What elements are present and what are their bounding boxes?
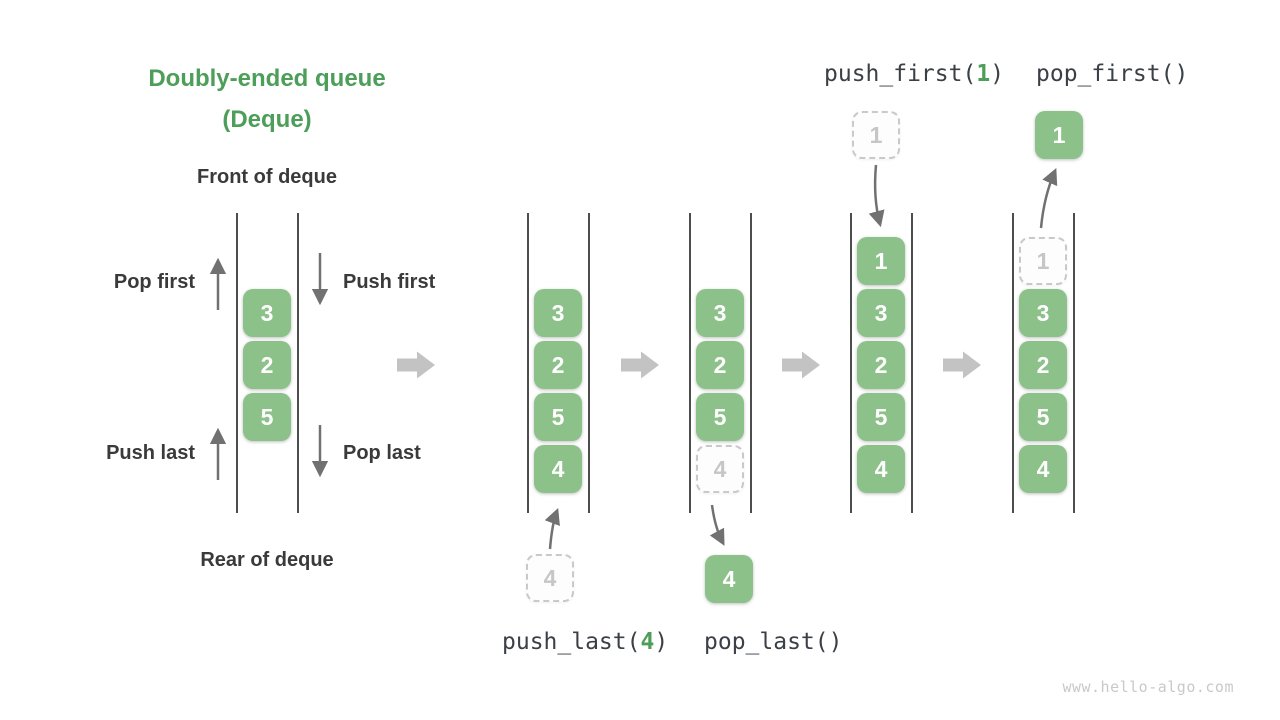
rear-of-deque-label: Rear of deque <box>200 549 334 571</box>
queue-cell: 5 <box>696 393 744 441</box>
front-of-deque-label: Front of deque <box>197 166 337 188</box>
code-pre: pop_first() <box>1036 61 1189 87</box>
queue-wall-right-3 <box>750 213 752 513</box>
push-last-label: Push last <box>106 442 195 464</box>
title-line-2: (Deque) <box>222 106 312 133</box>
code-pre: pop_last() <box>704 629 843 655</box>
queue-cell: 2 <box>857 341 905 389</box>
stage-transition-arrow-4 <box>943 351 981 379</box>
code-arg: 4 <box>640 629 655 655</box>
queue-cell: 2 <box>696 341 744 389</box>
page-title: Doubly-ended queue (Deque) <box>107 58 427 140</box>
pop-last-popped-cell: 4 <box>705 555 753 603</box>
queue-wall-right-1 <box>297 213 299 513</box>
queue-wall-right-4 <box>911 213 913 513</box>
code-arg: 1 <box>976 61 991 87</box>
push-first-incoming-cell: 1 <box>852 111 900 159</box>
queue-wall-left-1 <box>236 213 238 513</box>
queue-wall-left-5 <box>1012 213 1014 513</box>
queue-cell: 5 <box>857 393 905 441</box>
queue-cell: 3 <box>696 289 744 337</box>
pop-first-code-label: pop_first() <box>1036 60 1188 88</box>
push-first-in-arrow <box>868 164 885 228</box>
queue-cell: 4 <box>857 445 905 493</box>
stage-transition-arrow-1 <box>397 351 435 379</box>
queue-cell: 5 <box>243 393 291 441</box>
watermark: www.hello-algo.com <box>1062 678 1234 696</box>
code-post: ) <box>654 629 669 655</box>
title-line-1: Doubly-ended queue <box>148 65 386 92</box>
push-last-code-label: push_last(4) <box>502 628 668 656</box>
pop-last-out-arrow <box>709 504 725 546</box>
stage-transition-arrow-2 <box>621 351 659 379</box>
queue-wall-right-5 <box>1073 213 1075 513</box>
queue-cell: 3 <box>534 289 582 337</box>
queue-cell: 5 <box>1019 393 1067 441</box>
queue-wall-right-2 <box>588 213 590 513</box>
queue-cell: 2 <box>1019 341 1067 389</box>
queue-cell: 1 <box>857 237 905 285</box>
push-first-code-label: push_first(1) <box>824 60 1004 88</box>
pop-last-label: Pop last <box>343 442 421 464</box>
queue-cell: 4 <box>534 445 582 493</box>
stage-transition-arrow-3 <box>782 351 820 379</box>
queue-cell: 3 <box>243 289 291 337</box>
code-post: ) <box>990 61 1005 87</box>
queue-cell: 3 <box>1019 289 1067 337</box>
queue-cell-ghost: 4 <box>696 445 744 493</box>
queue-wall-left-3 <box>689 213 691 513</box>
pop-first-out-arrow <box>1039 168 1058 229</box>
queue-cell: 4 <box>1019 445 1067 493</box>
queue-cell-ghost: 1 <box>1019 237 1067 285</box>
code-pre: push_last( <box>502 629 641 655</box>
code-pre: push_first( <box>824 61 977 87</box>
pop-last-code-label: pop_last() <box>704 628 842 656</box>
push-first-label: Push first <box>343 271 436 293</box>
push-last-in-arrow <box>544 507 560 550</box>
queue-cell: 2 <box>243 341 291 389</box>
queue-cell: 3 <box>857 289 905 337</box>
queue-cell: 2 <box>534 341 582 389</box>
queue-wall-left-2 <box>527 213 529 513</box>
pop-first-popped-cell: 1 <box>1035 111 1083 159</box>
queue-cell: 5 <box>534 393 582 441</box>
pop-first-label: Pop first <box>113 271 195 293</box>
push-last-incoming-cell: 4 <box>526 554 574 602</box>
queue-wall-left-4 <box>850 213 852 513</box>
